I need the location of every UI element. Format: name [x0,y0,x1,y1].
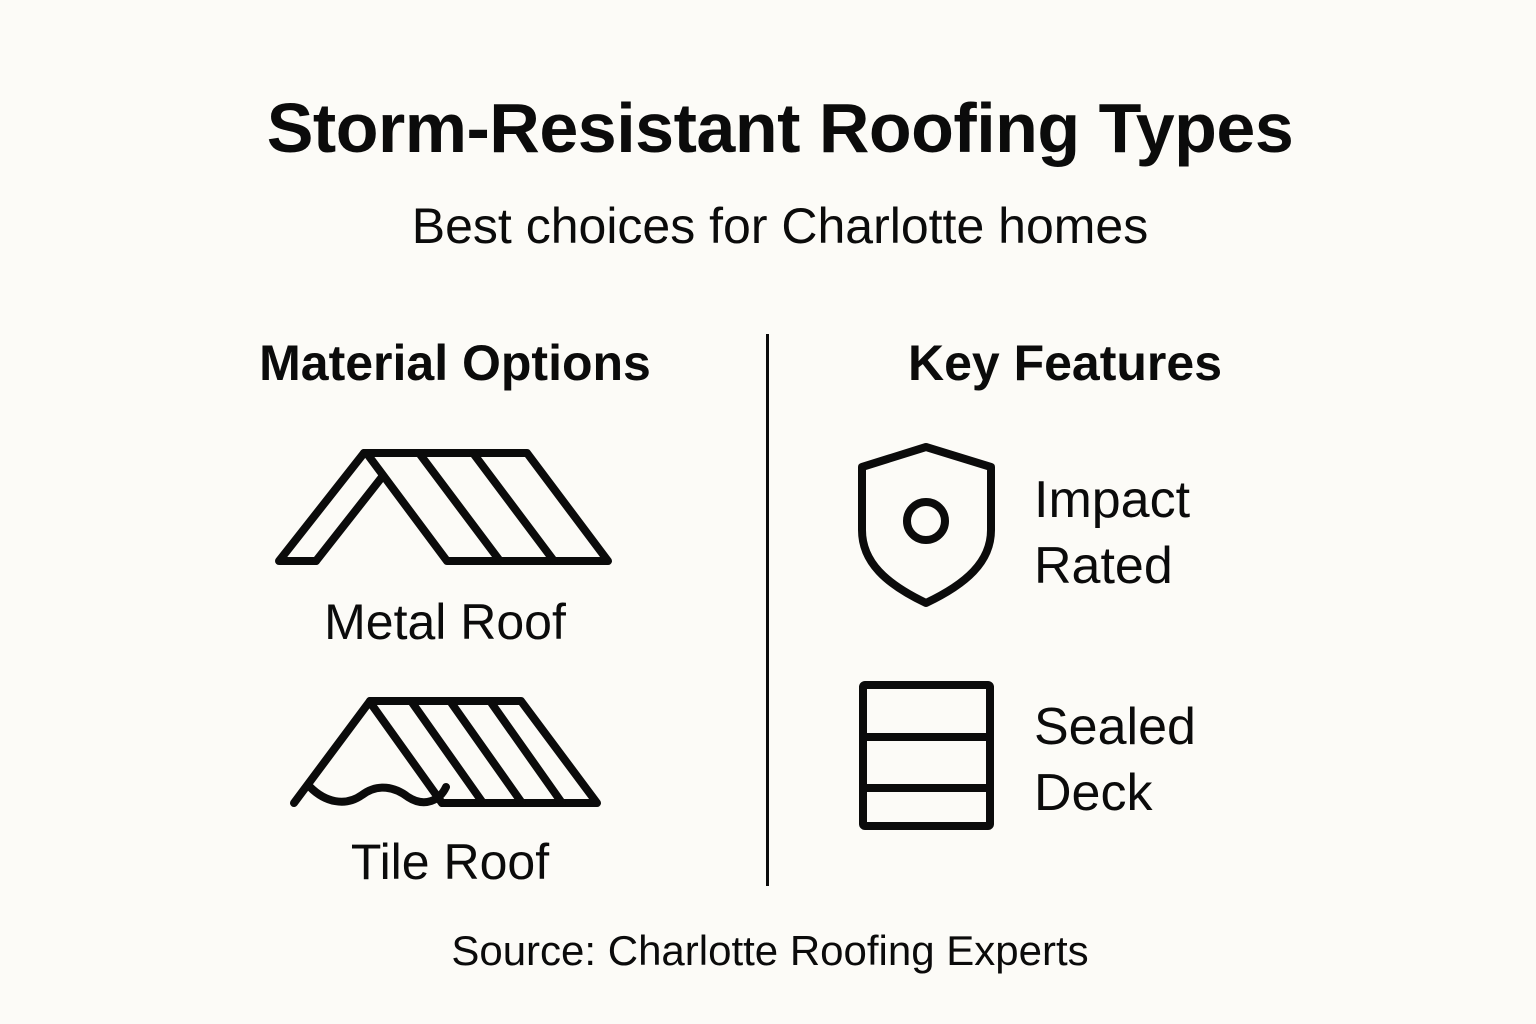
column-divider [766,334,769,886]
materials-heading: Material Options [259,335,651,391]
sealed-deck-label: Sealed Deck [1034,694,1334,826]
sealed-deck-line1: Sealed [1034,698,1196,756]
source-citation: Source: Charlotte Roofing Experts [451,927,1089,974]
features-heading: Key Features [907,335,1223,391]
impact-rated-label: Impact Rated [1034,467,1334,599]
page-title: Storm-Resistant Roofing Types [266,89,1294,167]
metal-roof-label: Metal Roof [324,594,566,650]
tile-roof-label: Tile Roof [350,834,550,890]
layered-deck-icon [859,681,994,830]
page-subtitle: Best choices for Charlotte homes [411,198,1149,254]
tile-roof-icon [290,697,601,807]
metal-roof-icon [275,449,612,565]
impact-rated-line1: Impact [1034,471,1191,529]
sealed-deck-line2: Deck [1034,764,1153,822]
shield-icon [858,443,995,607]
impact-rated-line2: Rated [1034,537,1173,595]
